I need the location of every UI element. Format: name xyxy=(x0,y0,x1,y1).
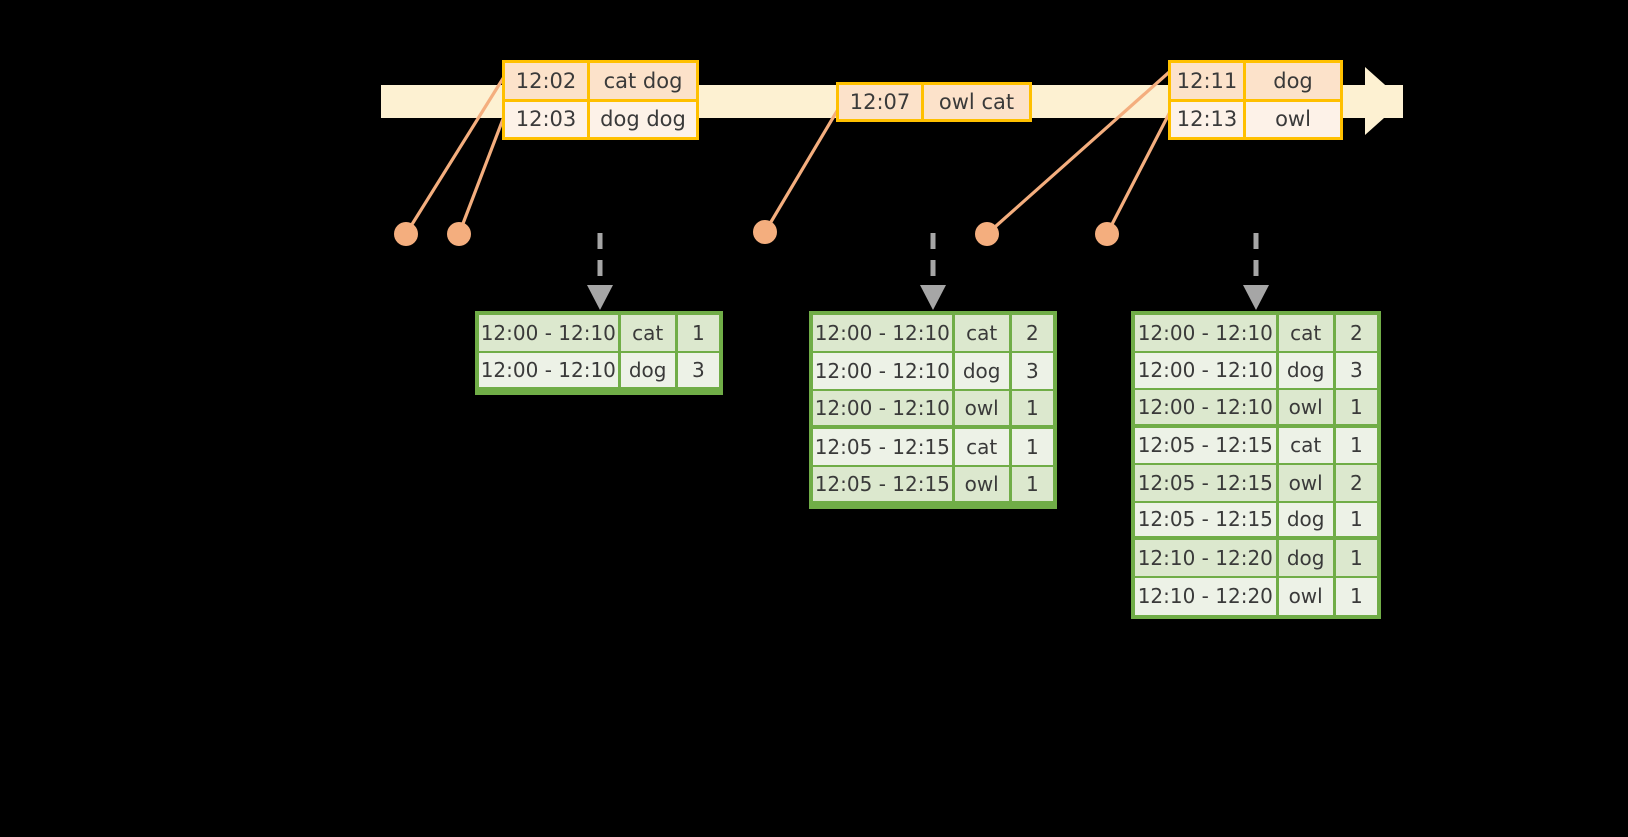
window-range-cell: 12:00 - 12:10 xyxy=(1135,315,1279,351)
event-dot-1213 xyxy=(1095,222,1119,246)
window-range-cell: 12:05 - 12:15 xyxy=(1135,502,1279,536)
word-cell: dog xyxy=(1279,502,1336,536)
count-cell: 2 xyxy=(1349,320,1363,345)
window-range-cell: 12:10 - 12:20 xyxy=(1135,577,1279,615)
event-timestamp: 12:13 xyxy=(1171,101,1246,137)
word-cell: dog xyxy=(1279,352,1336,388)
count-cell: 3 xyxy=(1349,358,1363,383)
event-words: owl cat xyxy=(938,90,1015,114)
event-group-2: 12:07 owl cat xyxy=(836,82,1032,122)
event-dot-1202 xyxy=(394,222,418,246)
word-cell: cat xyxy=(955,429,1012,465)
window-range-cell: 12:00 - 12:10 xyxy=(813,315,955,351)
event-row: 12:11 dog xyxy=(1171,63,1340,99)
window-range-cell: 12:05 - 12:15 xyxy=(1135,465,1279,501)
event-group-3: 12:11 dog 12:13 owl xyxy=(1168,60,1343,140)
window-range-cell: 12:05 - 12:15 xyxy=(813,429,955,465)
event-group-1: 12:02 cat dog 12:03 dog dog xyxy=(502,60,699,140)
word-cell: cat xyxy=(1279,427,1336,463)
timeline-arrowhead xyxy=(1365,67,1403,135)
word-cell: cat xyxy=(955,315,1012,351)
word-cell: dog xyxy=(621,353,678,387)
window-range-cell: 12:00 - 12:10 xyxy=(1135,390,1279,424)
event-row: 12:07 owl cat xyxy=(839,85,1029,119)
arrowhead xyxy=(1243,285,1269,310)
connector-1213 xyxy=(1105,107,1174,235)
event-timestamp: 12:03 xyxy=(505,101,590,137)
event-timestamp: 12:02 xyxy=(505,63,590,99)
word-cell: dog xyxy=(955,353,1012,389)
count-cell: 2 xyxy=(1025,321,1039,345)
count-cell: 1 xyxy=(1349,545,1363,570)
count-cell: 1 xyxy=(691,321,705,345)
window-range-cell: 12:05 - 12:15 xyxy=(813,467,955,501)
arrowhead xyxy=(920,285,946,310)
window-range-cell: 12:00 - 12:10 xyxy=(479,315,621,351)
count-cell: 3 xyxy=(1025,359,1039,383)
emit-arrow-3 xyxy=(1243,233,1269,310)
event-timestamp: 12:11 xyxy=(1171,63,1246,99)
event-row: 12:02 cat dog xyxy=(505,63,696,99)
arrowhead xyxy=(587,285,613,310)
word-cell: cat xyxy=(621,315,678,351)
count-cell: 1 xyxy=(1349,507,1363,532)
count-cell: 1 xyxy=(1025,396,1039,420)
emit-arrow-1 xyxy=(587,233,613,310)
word-cell: owl xyxy=(1279,390,1336,424)
word-cell: owl xyxy=(1279,465,1336,501)
event-row: 12:13 owl xyxy=(1171,98,1340,137)
event-row: 12:03 dog dog xyxy=(505,98,696,137)
emit-arrow-2 xyxy=(920,233,946,310)
event-dot-1211 xyxy=(975,222,999,246)
window-range-cell: 12:00 - 12:10 xyxy=(813,391,955,425)
event-timestamp: 12:07 xyxy=(839,85,924,119)
word-cell: cat xyxy=(1279,315,1336,351)
count-cell: 1 xyxy=(1025,435,1039,459)
window-range-cell: 12:10 - 12:20 xyxy=(1135,540,1279,576)
window-range-cell: 12:00 - 12:10 xyxy=(1135,352,1279,388)
count-cell: 3 xyxy=(691,358,705,382)
count-cell: 1 xyxy=(1349,584,1363,609)
event-dot-1207 xyxy=(753,220,777,244)
event-words: dog xyxy=(1273,68,1313,93)
word-cell: dog xyxy=(1279,540,1336,576)
word-cell: owl xyxy=(1279,577,1336,615)
word-cell: owl xyxy=(955,391,1012,425)
window-range-cell: 12:05 - 12:15 xyxy=(1135,427,1279,463)
connector-1203 xyxy=(457,105,510,235)
count-cell: 1 xyxy=(1349,433,1363,458)
event-words: dog dog xyxy=(600,107,686,132)
event-dot-1203 xyxy=(447,222,471,246)
count-cell: 1 xyxy=(1349,394,1363,419)
count-cell: 1 xyxy=(1025,472,1039,496)
word-cell: owl xyxy=(955,467,1012,501)
window-range-cell: 12:00 - 12:10 xyxy=(479,353,621,387)
window-range-cell: 12:00 - 12:10 xyxy=(813,353,955,389)
connector-1207 xyxy=(763,105,842,233)
event-words: cat dog xyxy=(603,68,683,93)
count-cell: 2 xyxy=(1349,470,1363,495)
event-words: owl xyxy=(1275,107,1311,132)
